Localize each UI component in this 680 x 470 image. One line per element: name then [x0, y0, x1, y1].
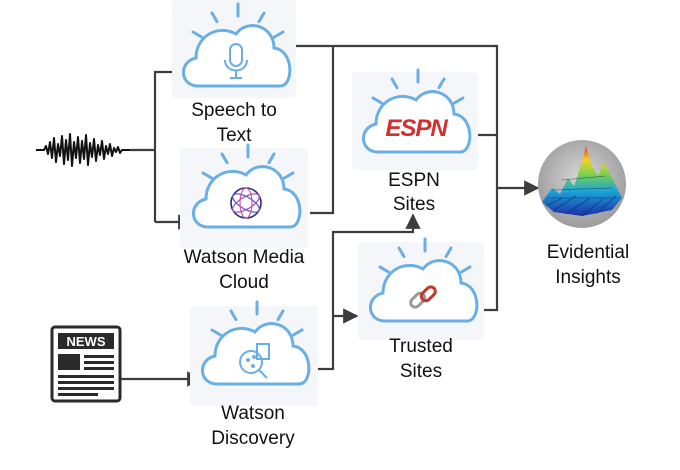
speech-cloud-shape	[182, 24, 292, 88]
espn-label-line2: Sites	[393, 194, 435, 215]
insights-label-line2: Insights	[555, 267, 620, 288]
discovery-cloud-shape	[201, 322, 311, 386]
audio-waveform-icon	[36, 133, 130, 167]
trusted-label-line1: Trusted	[389, 336, 453, 357]
discovery-label-line2: Discovery	[211, 428, 295, 449]
espn-rays	[371, 68, 465, 105]
speech-label-line2: Text	[217, 125, 253, 146]
connector-discovery-to-espn	[305, 213, 421, 371]
connector-speech-media-merge	[272, 44, 335, 215]
connectors	[120, 44, 540, 387]
espn-logo-text: ESPN	[385, 115, 448, 142]
speech-label-line1: Speech to	[191, 100, 277, 121]
media-label-line2: Cloud	[219, 272, 269, 293]
news-masthead: NEWS	[67, 334, 106, 349]
espn-cloud-node: ESPN	[352, 68, 478, 170]
labels: Speech to Text Watson Media Cloud Watson…	[184, 100, 630, 449]
media-rays	[201, 143, 295, 180]
espn-label-line1: ESPN	[388, 170, 440, 191]
chain-link-icon	[409, 285, 437, 309]
trusted-label-line2: Sites	[400, 361, 442, 382]
trusted-rays	[378, 237, 472, 274]
discovery-search-icon	[239, 343, 270, 379]
3d-surface-plot-icon	[538, 140, 626, 228]
watson-media-icon	[230, 187, 262, 219]
espn-cloud-shape	[362, 90, 472, 154]
trusted-cloud-node	[358, 237, 484, 340]
speech-cloud-node	[172, 0, 296, 98]
discovery-cloud-node	[190, 300, 318, 406]
speech-rays	[191, 2, 285, 39]
newspaper-icon: NEWS	[50, 325, 122, 403]
media-cloud-node	[180, 143, 308, 248]
discovery-rays	[210, 300, 304, 337]
microphone-icon	[224, 43, 248, 79]
media-label-line1: Watson Media	[184, 247, 305, 268]
connector-merge-to-insights	[333, 44, 499, 135]
espn-logo: ESPN	[385, 115, 449, 142]
insights-label-line1: Evidential	[547, 242, 629, 263]
discovery-label-line1: Watson	[221, 403, 285, 424]
